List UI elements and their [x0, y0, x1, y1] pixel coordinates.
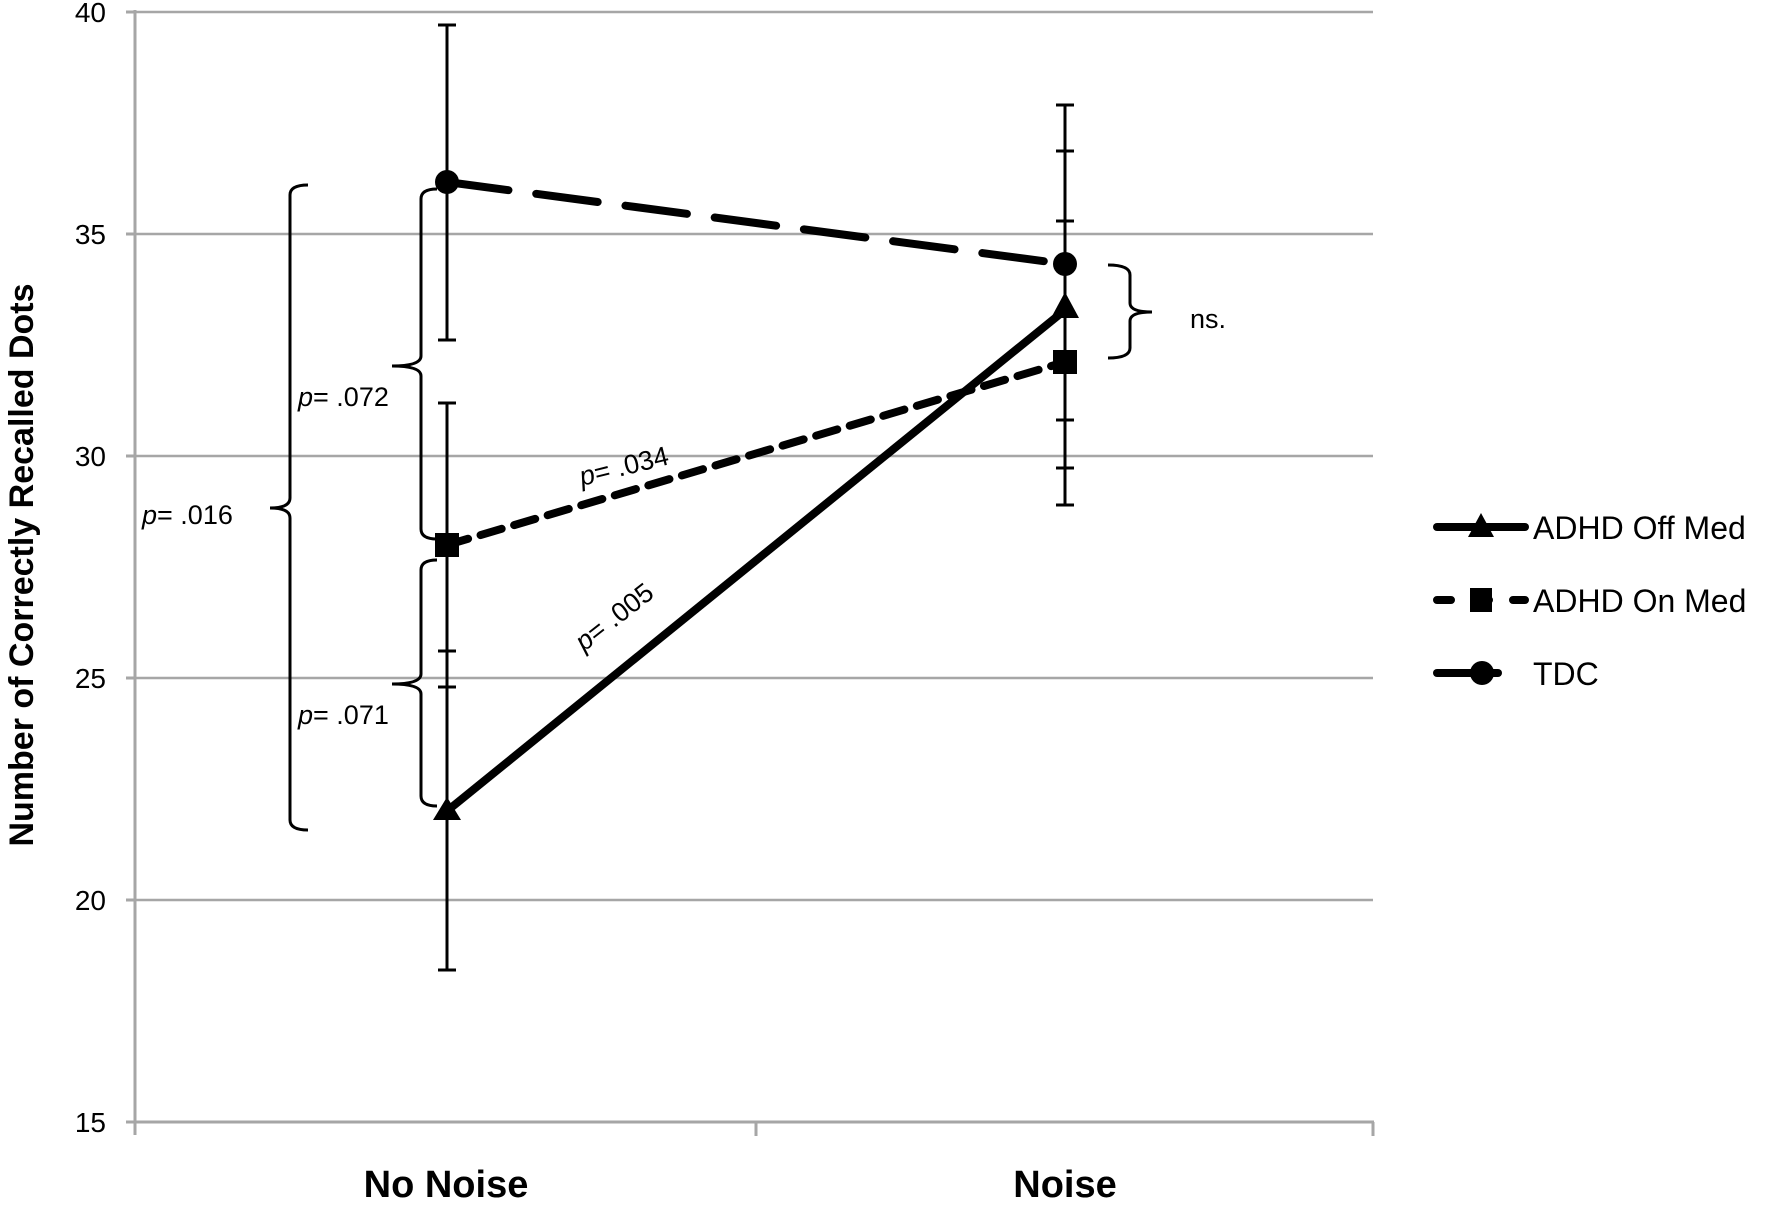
circle-icon	[1470, 661, 1494, 685]
series-line-tdc	[443, 178, 1069, 268]
y-tick-label: 15	[75, 1107, 106, 1138]
y-tick-label: 30	[75, 441, 106, 472]
brace-p016	[269, 183, 309, 832]
annotation-ns: ns.	[1190, 304, 1226, 334]
annotation-p072: p= .072	[297, 382, 389, 412]
brace-p071	[391, 558, 438, 808]
legend-label: ADHD Off Med	[1533, 510, 1746, 546]
y-tick-label: 25	[75, 663, 106, 694]
square-icon	[1470, 588, 1492, 612]
y-tick-label: 40	[75, 0, 106, 28]
markers	[433, 170, 1079, 820]
legend-label: TDC	[1533, 656, 1599, 692]
annotation-p071: p= .071	[297, 700, 389, 730]
y-tick-labels: 40 35 30 25 20 15	[75, 0, 106, 1138]
y-axis-title: Number of Correctly Recalled Dots	[3, 283, 41, 846]
series-lines	[443, 178, 1069, 815]
legend-item-adhd-off-med: ADHD Off Med	[1433, 510, 1746, 546]
legend-item-tdc: TDC	[1433, 656, 1599, 692]
triangle-marker	[433, 797, 461, 820]
square-marker	[1053, 350, 1077, 374]
annotation-p016: p= .016	[141, 500, 233, 530]
circle-marker	[435, 170, 459, 194]
triangle-marker	[1051, 292, 1079, 318]
legend-label: ADHD On Med	[1533, 583, 1746, 619]
axes	[126, 10, 1375, 1136]
legend: ADHD Off Med ADHD On Med TDC	[1433, 510, 1746, 692]
brace-p072	[391, 187, 438, 541]
legend-item-adhd-on-med: ADHD On Med	[1433, 583, 1746, 619]
brace-ns	[1107, 263, 1153, 360]
circle-marker	[1053, 252, 1077, 276]
y-tick-label: 35	[75, 219, 106, 250]
y-tick-label: 20	[75, 885, 106, 916]
triangle-icon	[1468, 513, 1494, 537]
x-category-label: Noise	[1013, 1164, 1116, 1205]
series-line-adhd-off-med	[444, 306, 1068, 815]
error-bars-no-noise	[438, 23, 456, 972]
x-category-label: No Noise	[364, 1164, 529, 1205]
significance-braces	[269, 183, 1153, 832]
square-marker	[435, 533, 459, 557]
